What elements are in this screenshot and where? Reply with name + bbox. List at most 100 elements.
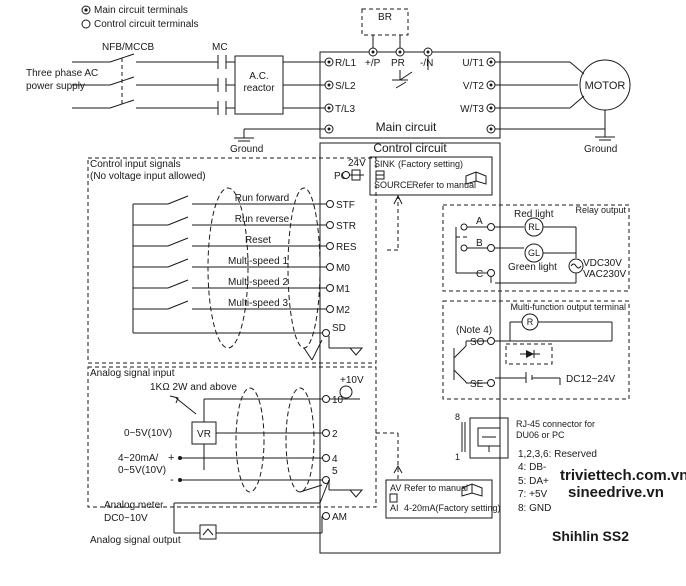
relay-label-a: A bbox=[476, 216, 483, 227]
analog-output-title: Analog signal output bbox=[90, 535, 181, 546]
multifunction-output-section: Multi-function output terminal (Note 4) … bbox=[442, 300, 630, 400]
relay-output-frame bbox=[442, 204, 630, 292]
red-light-label: Red light bbox=[514, 209, 554, 220]
input-row-m0: Multi-speed 1 M0 bbox=[133, 256, 350, 274]
motor-label: MOTOR bbox=[585, 80, 626, 92]
terminal-am bbox=[322, 512, 330, 520]
terminal-2 bbox=[322, 429, 330, 437]
vr-label: VR bbox=[197, 429, 211, 440]
relay-label-b: B bbox=[476, 238, 483, 249]
green-light-label: Green light bbox=[508, 262, 557, 273]
analog-input-circuit: +10V 10 VR 0~5V(10V) 2 4~20mA/ 0~5V(10V)… bbox=[118, 375, 364, 498]
phase-lines bbox=[72, 53, 326, 115]
current-range-line2: 0~5V(10V) bbox=[118, 465, 166, 476]
terminal-m2 bbox=[326, 305, 334, 313]
legend-control-terminals: Control circuit terminals bbox=[94, 19, 198, 30]
rj45-title-line1: RJ-45 connector for bbox=[516, 419, 595, 429]
brake-resistor: BR bbox=[361, 8, 409, 48]
terminal-label-res: RES bbox=[336, 242, 357, 253]
load-relay-label: R bbox=[527, 317, 534, 327]
relay-voltage-ac: VAC230V bbox=[583, 269, 627, 280]
label-w-t3: W/T3 bbox=[460, 104, 484, 115]
input-label-str: Run reverse bbox=[235, 214, 290, 225]
minus-sign: - bbox=[170, 474, 174, 486]
terminal-res bbox=[326, 242, 334, 250]
terminal-label-am: AM bbox=[332, 512, 347, 523]
terminal-label-sd: SD bbox=[332, 323, 346, 334]
control-input-title-line2: (No voltage input allowed) bbox=[90, 171, 206, 182]
source-note: Refer to manual bbox=[412, 180, 476, 190]
rj45-title-line2: DU06 or PC bbox=[516, 430, 565, 440]
ground-left-icon bbox=[234, 128, 326, 142]
analog-shield-right bbox=[285, 387, 315, 493]
pc-label: PC bbox=[334, 171, 348, 182]
brand-model: Shihlin SS2 bbox=[552, 528, 629, 544]
label-s-l2: S/L2 bbox=[335, 81, 356, 92]
label-t-l3: T/L3 bbox=[335, 104, 355, 115]
meter-label-line2: DC0~10V bbox=[104, 513, 148, 524]
se-label: SE bbox=[470, 379, 484, 390]
motor-section: MOTOR Ground bbox=[495, 59, 631, 155]
control-circuit-title: Control circuit bbox=[373, 141, 447, 155]
terminal-label-5: 5 bbox=[332, 466, 338, 477]
voltage-range-label: 0~5V(10V) bbox=[124, 428, 172, 439]
multifunction-output-frame bbox=[442, 300, 630, 400]
switch-ai-label: AI bbox=[390, 503, 399, 513]
av-ai-slider-icon bbox=[389, 493, 398, 503]
terminal-10 bbox=[322, 395, 330, 403]
switch-note-manual: Refer to manual bbox=[404, 483, 468, 493]
control-circuit-block: Control circuit SINK (Factory setting) S… bbox=[319, 141, 501, 554]
sink-label: SINK bbox=[374, 159, 395, 169]
analog-output-section: Analog meter DC0~10V AM Analog signal ou… bbox=[90, 479, 347, 546]
analog-input-frame bbox=[87, 366, 377, 508]
control-circuit-box bbox=[319, 142, 501, 554]
label-v-t2: V/T2 bbox=[463, 81, 485, 92]
terminal-m0 bbox=[326, 263, 334, 271]
rj45-pin-bottom: 1 bbox=[455, 452, 460, 462]
label-plus-p: +/P bbox=[365, 58, 381, 69]
rj45-section: RJ-45 connector for DU06 or PC 8 1 1,2,3… bbox=[455, 412, 597, 514]
label-pr: PR bbox=[391, 58, 405, 69]
pc-voltage: 24V bbox=[348, 158, 366, 169]
terminal-label-m0: M0 bbox=[336, 263, 350, 274]
switch-av-label: AV bbox=[390, 483, 401, 493]
gl-label: GL bbox=[528, 248, 540, 258]
multifunction-note: (Note 4) bbox=[456, 325, 492, 336]
source-label: SOURCE bbox=[374, 180, 413, 190]
plus10v-label: +10V bbox=[340, 375, 364, 386]
power-input-section: Three phase AC power supply NFB/MCCB MC bbox=[26, 42, 326, 155]
input-label-stf: Run forward bbox=[235, 193, 289, 204]
brake-resistor-box bbox=[361, 8, 409, 36]
manual-book-icon bbox=[465, 171, 487, 185]
switch-note-factory: 4-20mA(Factory setting) bbox=[404, 503, 501, 513]
ac-reactor-box bbox=[234, 55, 284, 115]
analog-shield-left bbox=[235, 387, 265, 493]
control-terminal-symbol-icon bbox=[81, 19, 91, 29]
terminal-label-m1: M1 bbox=[336, 284, 350, 295]
input-row-res: Reset RES bbox=[133, 235, 357, 253]
terminal-so bbox=[487, 337, 495, 345]
contactor-label: MC bbox=[212, 42, 228, 53]
output-transistor-icon bbox=[453, 340, 488, 384]
terminal-pc bbox=[342, 171, 350, 179]
terminal-label-10: 10 bbox=[332, 395, 344, 406]
brand-site1: triviettech.com.vn bbox=[560, 467, 686, 484]
rj45-pin-row-2: 5: DA+ bbox=[518, 476, 549, 487]
ground-right-label: Ground bbox=[584, 144, 617, 155]
control-input-rows: Run forward STF Run reverse STR Reset RE… bbox=[132, 187, 364, 361]
meter-label-line1: Analog meter bbox=[104, 500, 164, 511]
main-circuit-title: Main circuit bbox=[376, 120, 437, 134]
plus-sign: + bbox=[168, 452, 174, 464]
ground-left-label: Ground bbox=[230, 144, 263, 155]
analog-meter-icon bbox=[199, 524, 217, 540]
terminal-a bbox=[487, 223, 495, 231]
input-row-str: Run reverse STR bbox=[133, 214, 356, 232]
rj45-pin-row-1: 4: DB- bbox=[518, 462, 546, 473]
analog-input-title: Analog signal input bbox=[90, 368, 175, 379]
terminal-label-4: 4 bbox=[332, 454, 338, 465]
legend: Main circuit terminals Control circuit t… bbox=[81, 5, 198, 30]
av-ai-switch bbox=[385, 479, 493, 519]
terminal-b bbox=[487, 244, 495, 252]
label-minus-n: -/N bbox=[420, 58, 433, 69]
shield-ellipse-right bbox=[287, 187, 321, 349]
